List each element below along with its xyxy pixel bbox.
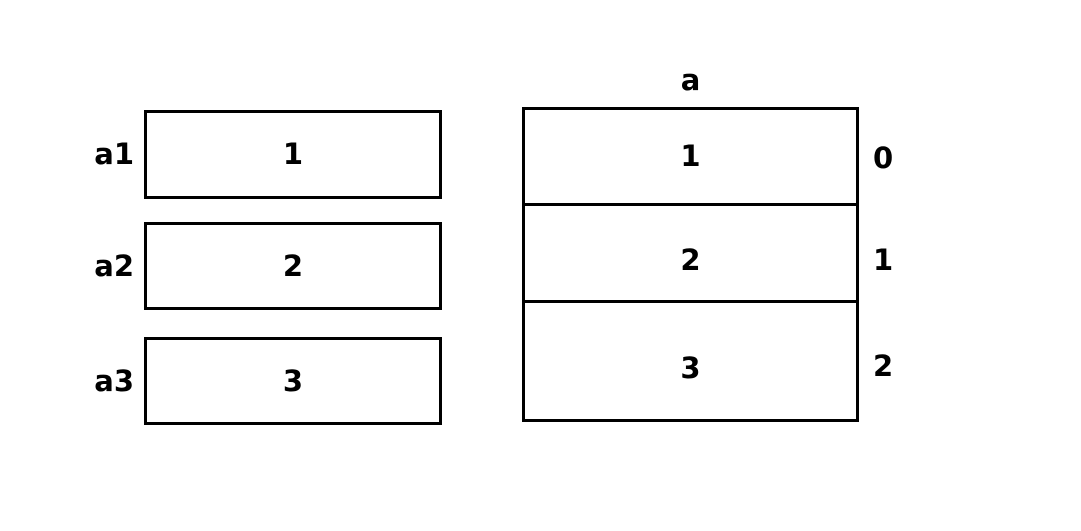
variable-label-a1: a1	[94, 137, 134, 171]
array-index-2: 2	[873, 349, 894, 383]
variable-box-a3: 3	[144, 337, 442, 425]
variable-box-a1: 1	[144, 110, 442, 199]
variable-box-a2: 2	[144, 222, 442, 310]
variable-value: 3	[282, 363, 304, 398]
array-index-0: 0	[873, 141, 894, 175]
array-cell-2: 3	[680, 351, 701, 385]
array-cell-0: 1	[525, 110, 856, 206]
variable-label-a2: a2	[94, 248, 134, 283]
array-title: a	[680, 63, 701, 97]
array-index-1: 1	[873, 243, 894, 277]
array-box: 1 2 3	[522, 107, 859, 422]
variable-value: 2	[282, 248, 304, 283]
variable-label-a3: a3	[94, 363, 134, 398]
array-cell-1: 2	[525, 206, 856, 303]
variable-value: 1	[282, 137, 304, 171]
